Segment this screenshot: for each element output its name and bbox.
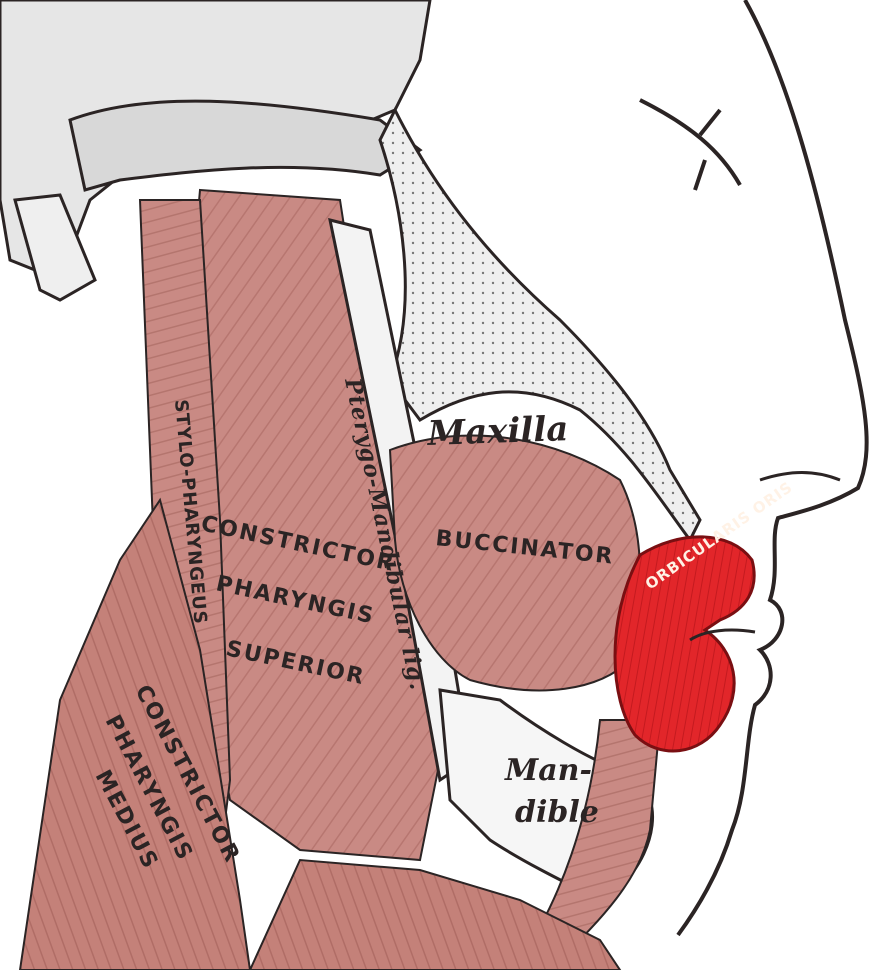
nostril-mark: [760, 473, 840, 481]
label-maxilla: Maxilla: [426, 409, 569, 454]
label-mandible-line1: Man-: [504, 753, 592, 788]
eye-mark: [640, 100, 740, 190]
label-mandible-line2: dible: [515, 795, 599, 830]
